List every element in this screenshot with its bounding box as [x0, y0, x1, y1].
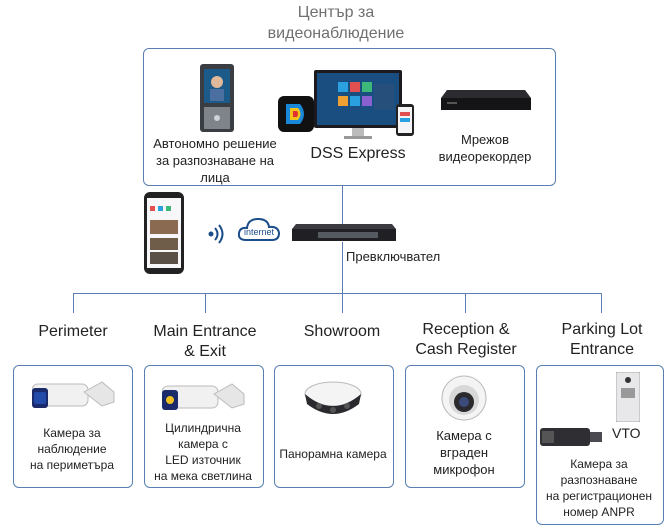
zone-title-parking: Parking Lot Entrance: [540, 320, 664, 360]
face-recognition-label: Автономно решение за разпознаване на лиц…: [140, 135, 290, 186]
title-line-1: Център за: [297, 4, 375, 21]
camera-label-perimeter: Камера за наблюдение на периметъра: [15, 425, 129, 473]
nvr-label-line-2: видеорекордер: [438, 149, 532, 164]
nvr-icon: [441, 90, 531, 110]
camera-label-line: Камера с: [436, 428, 492, 443]
camera-label-reception: Камера с вграден микрофон: [407, 427, 521, 478]
face-terminal-icon: [200, 64, 234, 132]
camera-label-line: на периметъра: [29, 458, 115, 472]
panoramic-camera-icon: [304, 381, 362, 414]
title-line-2: видеонаблюдение: [267, 25, 405, 42]
bullet-camera-led-icon: [162, 383, 245, 410]
smartphone-app-icon: [144, 192, 184, 274]
drop-line-parking: [601, 293, 602, 313]
diagram-title: Център за видеонаблюдение: [250, 2, 422, 44]
camera-label-line: на регистрационен: [545, 489, 653, 503]
camera-label-line: на мека светлина: [154, 469, 252, 483]
monitoring-center-box: [143, 48, 556, 186]
distribution-bus-line: [73, 293, 602, 294]
zone-title-line: Reception &: [422, 321, 510, 338]
zone-title-line: & Exit: [184, 343, 226, 360]
camera-label-line: номер ANPR: [563, 505, 635, 519]
zone-title-showroom: Showroom: [286, 322, 398, 342]
vto-door-station-icon: [616, 372, 640, 422]
internet-label: internet: [243, 227, 275, 237]
camera-label-line: Цилиндрична: [165, 421, 241, 435]
dss-logo-icon: [278, 96, 314, 132]
camera-label-parking: Камера за разпознаване на регистрационен…: [538, 456, 660, 520]
camera-label-line: вграден: [439, 445, 489, 460]
camera-label-line: разпознаване: [560, 473, 638, 487]
nvr-label: Мрежов видеорекордер: [430, 131, 540, 165]
dome-camera-icon: [441, 375, 487, 421]
zone-title-line: Main Entrance: [153, 323, 257, 340]
connector-switch-bus: [342, 242, 343, 293]
drop-line-reception: [465, 293, 466, 313]
zone-title-main-entrance: Main Entrance & Exit: [140, 322, 270, 362]
anpr-camera-icon: [540, 428, 602, 446]
zone-title-reception: Reception & Cash Register: [400, 320, 532, 360]
bullet-camera-icon: [32, 381, 115, 408]
internet-cloud-icon: [237, 217, 281, 241]
drop-line-perimeter: [73, 293, 74, 313]
phone-small-icon: [396, 104, 414, 136]
camera-label-line: камера с: [178, 437, 228, 451]
camera-label-line: Камера за: [43, 426, 101, 440]
camera-label-line: наблюдение: [37, 442, 107, 456]
camera-label-line: микрофон: [433, 462, 495, 477]
zone-title-line: Entrance: [569, 341, 635, 358]
monitor-icon: [314, 70, 402, 139]
camera-label-showroom: Панорамна камера: [276, 446, 390, 462]
switch-label: Превключвател: [346, 249, 441, 264]
zone-title-perimeter: Perimeter: [18, 322, 128, 342]
connector-center-switch: [342, 185, 343, 225]
zone-title-line: Parking Lot: [561, 321, 643, 338]
camera-label-line: Камера за: [570, 457, 628, 471]
vto-label: VTO: [612, 425, 641, 441]
camera-label-line: Панорамна камера: [279, 447, 387, 461]
zone-title-line: Cash Register: [415, 341, 517, 358]
drop-line-entrance: [205, 293, 206, 313]
camera-label-entrance: Цилиндрична камера с LED източник на мек…: [146, 420, 260, 484]
zone-title-line: Showroom: [303, 323, 381, 340]
camera-label-line: LED източник: [165, 453, 241, 467]
face-label-line-2: за разпознаване на лица: [156, 153, 274, 185]
face-label-line-1: Автономно решение: [153, 136, 277, 151]
dss-express-label: DSS Express: [310, 145, 406, 162]
zone-title-line: Perimeter: [38, 323, 108, 340]
nvr-label-line-1: Мрежов: [461, 132, 509, 147]
drop-line-showroom: [342, 293, 343, 313]
wireless-signal-icon: [208, 224, 224, 244]
network-switch-icon: [292, 224, 396, 241]
